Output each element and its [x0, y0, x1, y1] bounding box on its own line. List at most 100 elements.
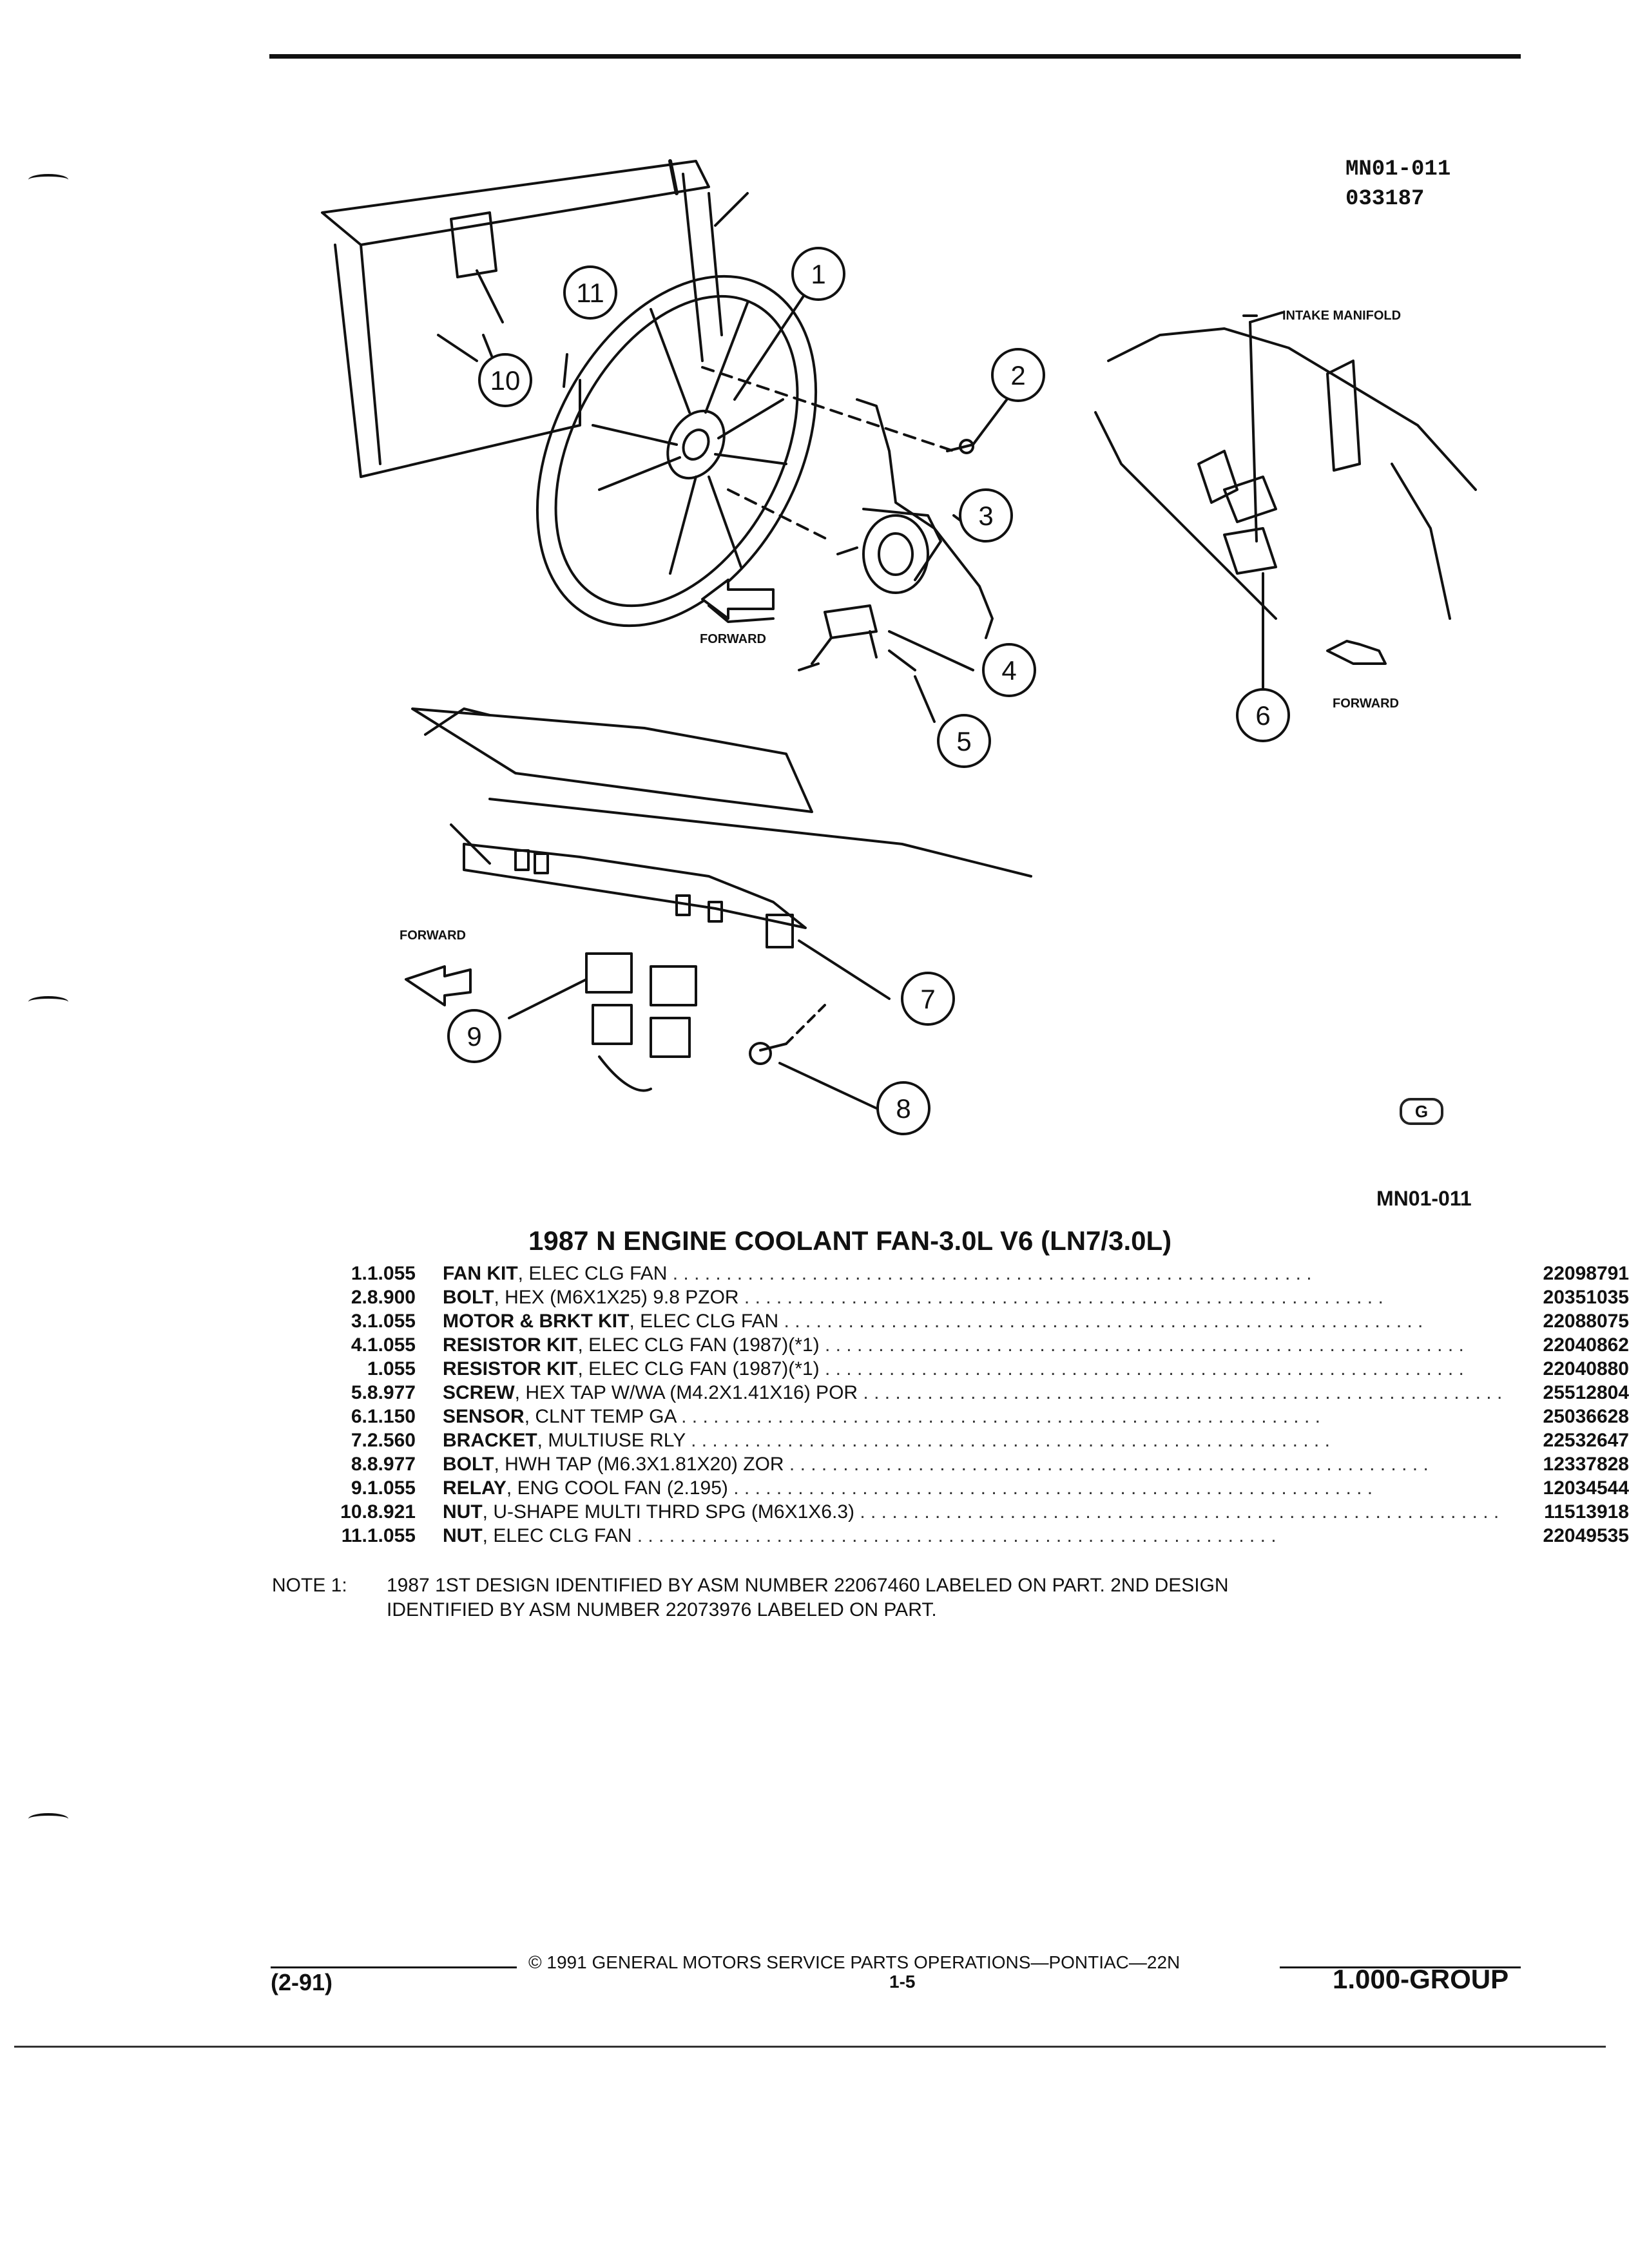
item-description: FAN KIT, ELEC CLG FAN . . . . . . . . . … [443, 1262, 1502, 1285]
part-detail: , U-SHAPE MULTI THRD SPG (M6X1X6.3) [482, 1501, 854, 1523]
item-description: RESISTOR KIT, ELEC CLG FAN (1987)(*1) . … [443, 1333, 1502, 1357]
forward-label: FORWARD [700, 632, 766, 646]
screw-5 [888, 649, 916, 671]
callout-11: 11 [576, 278, 604, 308]
table-row: 1.055 RESISTOR KIT, ELEC CLG FAN (1987)(*… [309, 1357, 1629, 1381]
part-name: NUT [443, 1501, 483, 1523]
forward-arrow [405, 965, 472, 1006]
item-description: BRACKET, MULTIUSE RLY . . . . . . . . . … [443, 1428, 1502, 1452]
cowl-panel [411, 707, 1032, 878]
part-number: 11513918 [1544, 1501, 1629, 1523]
callout-circle-10 [478, 353, 532, 407]
callout-4: 4 [1001, 655, 1016, 686]
item-quantity-code: 1.055 [367, 1263, 416, 1284]
footer-copyright: © 1991 GENERAL MOTORS SERVICE PARTS OPER… [528, 1952, 1181, 1972]
dot-leader: . . . . . . . . . . . . . . . . . . . . … [675, 1406, 1320, 1427]
part-name: SCREW [443, 1382, 515, 1403]
dot-leader: . . . . . . . . . . . . . . . . . . . . … [858, 1382, 1503, 1403]
part-name: SENSOR [443, 1406, 525, 1427]
callout-circle-5 [937, 714, 991, 768]
part-detail: , ELEC CLG FAN (1987)(*1) [577, 1358, 820, 1379]
fan-assembly [535, 274, 818, 628]
page-title: 1987 N ENGINE COOLANT FAN-3.0L V6 (LN7/3… [528, 1225, 1172, 1256]
bottom-rule [14, 2046, 1606, 2048]
item-number: 11. [341, 1525, 367, 1546]
dot-leader: . . . . . . . . . . . . . . . . . . . . … [738, 1287, 1383, 1308]
part-name: RESISTOR KIT [443, 1334, 578, 1356]
footer-date-code: (2-91) [271, 1969, 333, 1995]
figure-ref-line: MN01-011 [1345, 157, 1451, 182]
callout-2: 2 [1010, 360, 1025, 390]
callout-1: 1 [811, 259, 825, 289]
callout-circle-3 [959, 488, 1013, 543]
multiuse-relay-bracket [463, 843, 807, 948]
item-number: 5. [351, 1382, 367, 1403]
callout-circle-1 [791, 247, 845, 301]
item-quantity-code: 8.900 [367, 1287, 416, 1308]
item-quantity-code: 1.055 [367, 1311, 416, 1332]
callout-circle-6 [1236, 688, 1290, 742]
item-quantity-code: 8.977 [367, 1454, 416, 1475]
part-detail: , CLNT TEMP GA [524, 1406, 676, 1427]
callout-circle-7 [901, 972, 955, 1026]
note-text: 1987 1ST DESIGN IDENTIFIED BY ASM NUMBER… [387, 1575, 1229, 1596]
item-description: BOLT, HWH TAP (M6.3X1.81X20) ZOR . . . .… [443, 1452, 1502, 1476]
footer-group: 1.000-GROUP [1333, 1964, 1509, 1994]
item-description: NUT, ELEC CLG FAN . . . . . . . . . . . … [443, 1524, 1502, 1548]
figure-id: MN01-011 [1376, 1187, 1472, 1210]
callout-3: 3 [978, 501, 993, 531]
part-name: BOLT [443, 1287, 494, 1308]
item-description: MOTOR & BRKT KIT, ELEC CLG FAN . . . . .… [443, 1309, 1502, 1333]
item-quantity-code: 1.150 [367, 1406, 416, 1427]
callout-6: 6 [1255, 700, 1270, 731]
part-detail: , MULTIUSE RLY [537, 1430, 686, 1451]
dot-leader: . . . . . . . . . . . . . . . . . . . . … [819, 1334, 1464, 1356]
item-quantity-code: 1.055 [367, 1358, 416, 1379]
item-number: 9. [351, 1477, 367, 1499]
item-number [309, 1357, 367, 1381]
item-description: SENSOR, CLNT TEMP GA . . . . . . . . . .… [443, 1405, 1502, 1428]
callout-9: 9 [467, 1021, 481, 1052]
item-description: RESISTOR KIT, ELEC CLG FAN (1987)(*1) . … [443, 1357, 1502, 1381]
item-quantity-code: 8.977 [367, 1382, 416, 1403]
part-number: 22049535 [1543, 1525, 1629, 1546]
callout-circle-2 [991, 348, 1045, 402]
part-detail: , ENG COOL FAN (2.195) [506, 1477, 728, 1499]
dot-leader: . . . . . . . . . . . . . . . . . . . . … [784, 1454, 1429, 1475]
dot-leader: . . . . . . . . . . . . . . . . . . . . … [819, 1358, 1464, 1379]
forward-arrow [1326, 640, 1387, 665]
intake-manifold-label: INTAKE MANIFOLD [1282, 309, 1401, 323]
item-description: NUT, U-SHAPE MULTI THRD SPG (M6X1X6.3) .… [443, 1500, 1502, 1524]
item-number: 7. [351, 1430, 367, 1451]
part-number: 22040880 [1543, 1358, 1629, 1379]
resistor-kit [798, 604, 878, 671]
forward-label: FORWARD [400, 928, 466, 943]
radiator-frame [321, 159, 749, 478]
relay-9 [585, 952, 697, 1092]
intake-manifold [1094, 311, 1477, 620]
forward-arrow [701, 579, 775, 623]
footer-rule [1280, 1966, 1521, 1968]
margin-mark [28, 1813, 68, 1825]
callout-circle-11 [563, 265, 617, 320]
part-number: 20351035 [1543, 1287, 1629, 1308]
gm-logo: G [1400, 1098, 1443, 1125]
callout-10: 10 [490, 365, 521, 396]
dot-leader: . . . . . . . . . . . . . . . . . . . . … [778, 1311, 1423, 1332]
exploded-parts-diagram: 1 2 3 4 5 6 7 8 9 10 11 INTAKE MANIFOLD … [321, 159, 1477, 1135]
item-quantity-code: 1.055 [367, 1334, 416, 1356]
margin-mark [28, 174, 68, 186]
callout-5: 5 [956, 726, 971, 756]
part-detail: , HWH TAP (M6.3X1.81X20) ZOR [494, 1454, 784, 1475]
item-number: 2. [351, 1287, 367, 1308]
part-detail: , ELEC CLG FAN (1987)(*1) [577, 1334, 820, 1356]
bolt-8 [749, 1004, 826, 1065]
